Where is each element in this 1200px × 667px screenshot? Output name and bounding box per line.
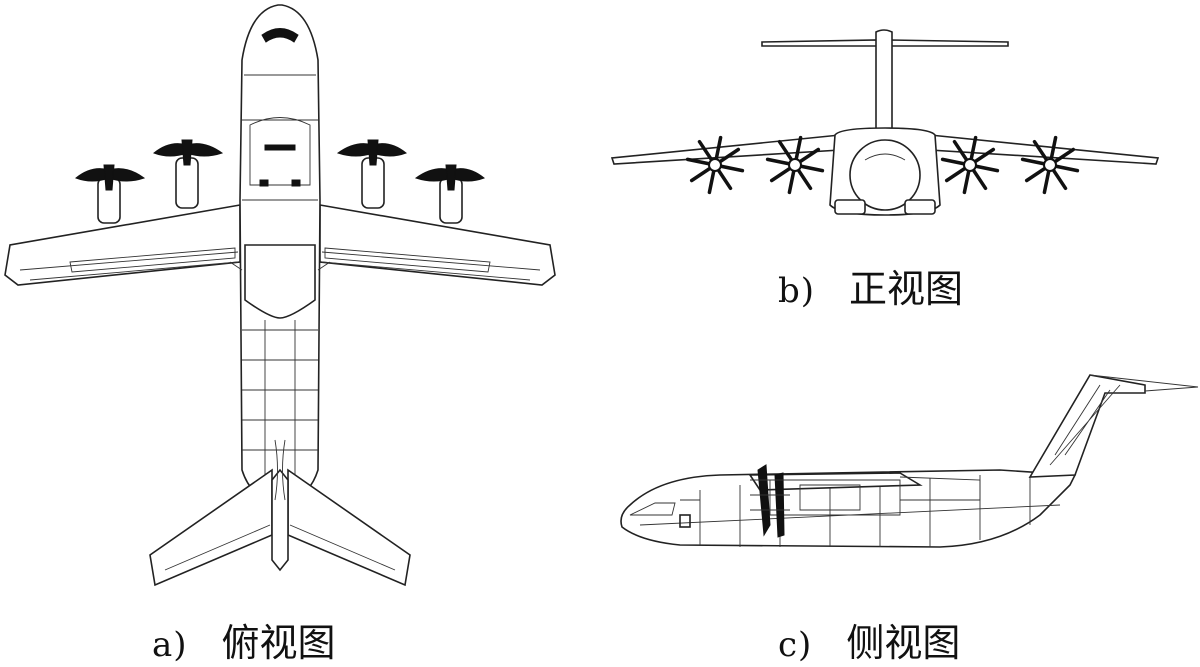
front-propellers (685, 135, 1080, 195)
side-view-drawing (620, 374, 1199, 548)
propeller-disc (765, 135, 825, 195)
fuselage-side (620, 469, 1077, 548)
caption-letter: c) (778, 625, 813, 665)
caption-letter: a) (152, 625, 188, 665)
engine-nacelles (97, 157, 463, 224)
caption-front-view: b) 正视图 (778, 258, 963, 313)
propellers (75, 139, 485, 191)
front-view-drawing (610, 29, 1160, 216)
caption-name: 俯视图 (221, 621, 336, 665)
caption-name: 侧视图 (846, 621, 961, 665)
caption-letter: b) (778, 271, 816, 311)
propeller-disc (940, 135, 1000, 195)
side-propeller (750, 464, 790, 538)
caption-name: 正视图 (849, 267, 964, 311)
top-view-drawing (4, 4, 556, 587)
caption-top-view: a) 俯视图 (152, 612, 336, 667)
propeller-disc (685, 135, 745, 195)
propeller-disc (1020, 135, 1080, 195)
caption-side-view: c) 侧视图 (778, 612, 960, 667)
